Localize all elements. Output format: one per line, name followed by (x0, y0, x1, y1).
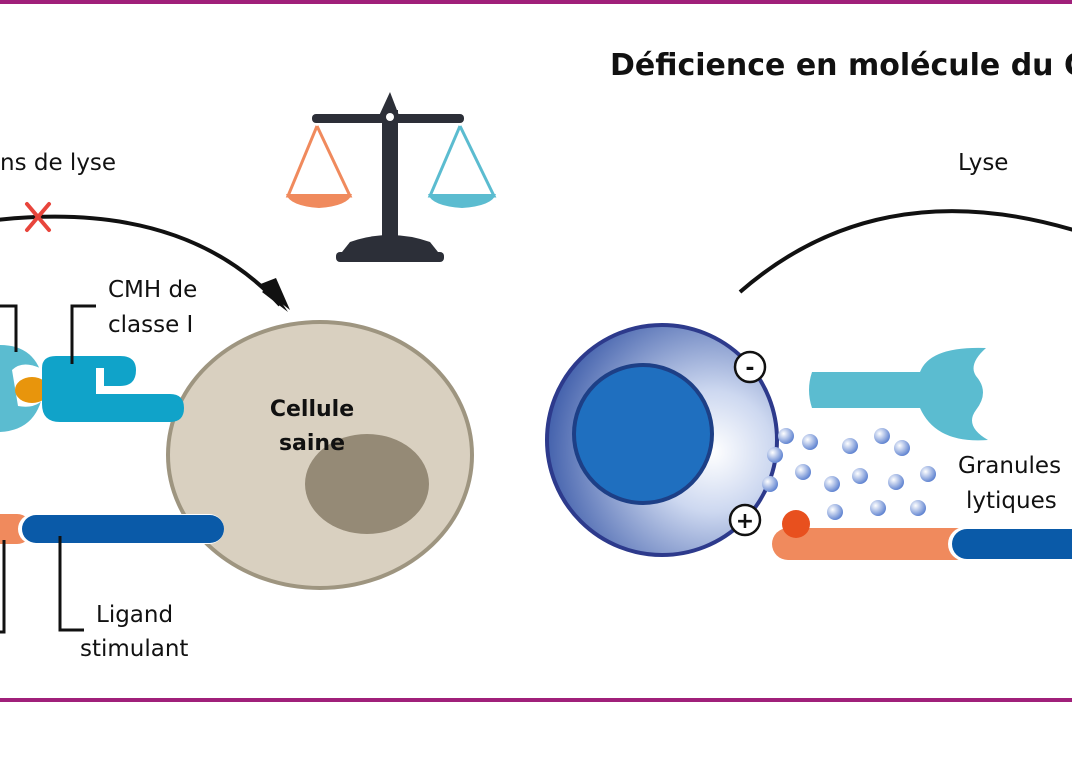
lysis-arrow (738, 209, 1072, 294)
inhibited-lysis-arrow (0, 214, 282, 307)
stimulating-ligand-left (22, 515, 224, 543)
minus-sign-icon (733, 350, 767, 384)
granules-label-line1: Granules (958, 453, 1061, 479)
no-lysis-label: ns de lyse (0, 150, 116, 176)
stimulating-ligand-right (952, 529, 1072, 559)
granules-label-line2: lytiques (966, 488, 1057, 514)
ligand-label-line1: Ligand (96, 602, 173, 628)
receptor-leader-line-bottom (0, 540, 6, 634)
mhc-peptide (15, 377, 49, 403)
arrowhead-icon-fill (258, 278, 290, 310)
healthy-cell (166, 320, 474, 590)
lysis-label: Lyse (958, 150, 1008, 176)
nk-cell (545, 323, 779, 557)
plus-sign-label: + (736, 509, 754, 534)
bottom-rule (0, 698, 1072, 702)
activation-point (782, 510, 810, 538)
top-rule (0, 0, 1072, 4)
ligand-label-line2: stimulant (80, 636, 188, 662)
balance-scale-icon (285, 92, 497, 262)
inhibitory-receptor-right (809, 347, 988, 441)
plus-sign-icon (728, 503, 762, 537)
mhc-class-i-molecule (42, 356, 184, 422)
cross-icon (25, 202, 51, 232)
receptor-leader-line (0, 304, 18, 352)
cell-label-line1: Cellule (270, 397, 354, 422)
healthy-cell-nucleus (305, 434, 429, 534)
nk-cell-fragment-left (0, 345, 49, 432)
nk-nucleus (572, 363, 714, 505)
lytic-granules (762, 428, 936, 520)
ligand-leader-line (58, 536, 84, 632)
cell-label-line2: saine (279, 431, 345, 456)
activating-receptor-right (772, 528, 972, 560)
mhc-label-line1: CMH de (108, 277, 197, 303)
mhc-leader-line (70, 304, 96, 364)
mhc-label-line2: classe I (108, 312, 193, 338)
diagram-title: Déficience en molécule du CMH (610, 48, 1072, 83)
minus-sign-label: - (745, 356, 754, 381)
